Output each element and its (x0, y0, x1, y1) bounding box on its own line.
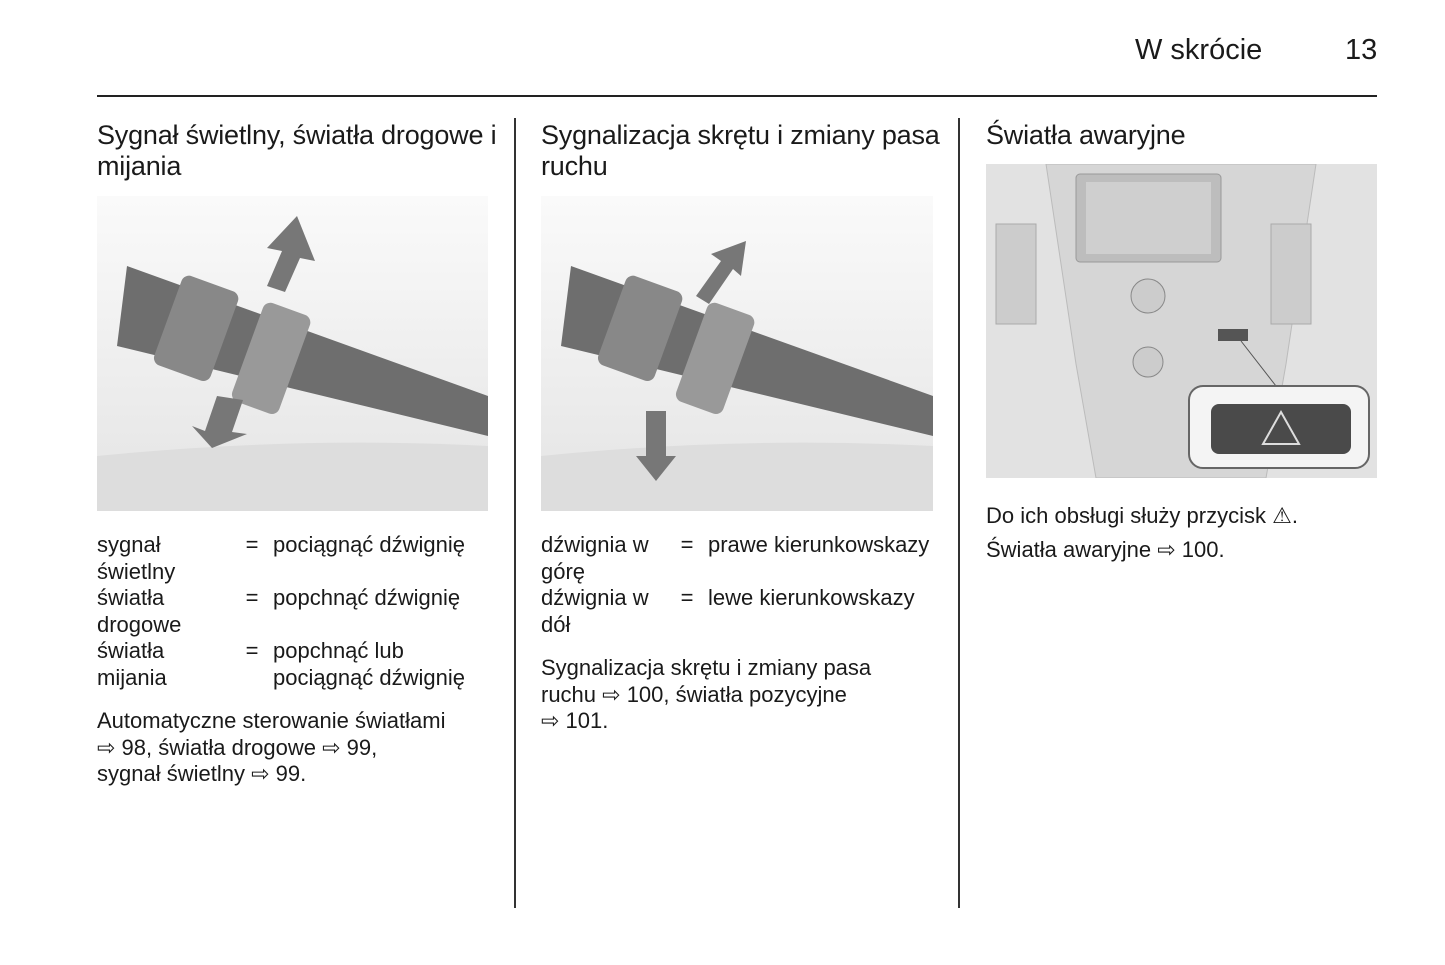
text-line: Światła awaryjne ⇨ 100. (986, 537, 1225, 562)
term: dźwignia w górę (541, 532, 649, 584)
definition-list: sygnał świetlny = pociągnąć dźwignię świat… (97, 532, 492, 691)
term: sygnał świetlny (97, 532, 176, 584)
text-line: sygnał świetlny ⇨ 99. (97, 761, 307, 786)
dashboard-illustration-hazard (986, 163, 1377, 479)
body-text: Sygnalizacja skrętu i zmiany pasa ruchu … (541, 655, 941, 735)
page-number: 13 (1345, 34, 1378, 66)
equals: = (680, 532, 694, 557)
text-line: ⇨ 101. (541, 708, 609, 733)
column-divider (958, 118, 960, 908)
definition: pociągnąć dźwignię (273, 532, 466, 557)
equals: = (245, 532, 259, 557)
body-text: Do ich obsługi służy przycisk ⚠. Światła… (986, 499, 1386, 567)
text-line: ruchu ⇨ 100, światła pozycyjne (541, 681, 847, 707)
header-divider (97, 95, 1377, 97)
text-line: Automatyczne sterowanie światłami (97, 708, 446, 733)
definition: lewe kierunkowskazy (708, 585, 915, 610)
term: dźwignia w dół (541, 585, 649, 637)
term: światła drogowe (97, 585, 182, 637)
lever-illustration-turn-signal (541, 196, 933, 511)
heading-turn-signal: Sygnalizacja skrętu i zmiany pasa ruchu (541, 120, 940, 181)
text-line: Sygnalizacja skrętu i zmiany pasa (541, 655, 872, 680)
heading-hazard-lights: Światła awaryjne (986, 120, 1186, 150)
definition: prawe kierunkowskazy (708, 532, 930, 557)
equals: = (680, 585, 694, 610)
text-line: ⇨ 98, światła drogowe ⇨ 99, (97, 734, 378, 760)
text-line: Do ich obsługi służy przycisk ⚠. (986, 503, 1298, 528)
equals: = (245, 638, 259, 663)
lever-illustration-high-beam (97, 196, 488, 511)
definition: popchnąć lub pociągnąć dźwignię (273, 638, 466, 690)
column-divider (514, 118, 516, 908)
term: światła mijania (97, 638, 167, 690)
definition-list: dźwignia w górę = prawe kierunkowskazy dźw… (541, 532, 936, 638)
section-title: W skrócie (1135, 34, 1263, 66)
body-text: Automatyczne sterowanie światłami ⇨ 98, … (97, 708, 497, 788)
definition: popchnąć dźwignię (273, 585, 461, 610)
heading-headlight-flash: Sygnał świetlny, światła drogowe i mijan… (97, 120, 497, 181)
equals: = (245, 585, 259, 610)
